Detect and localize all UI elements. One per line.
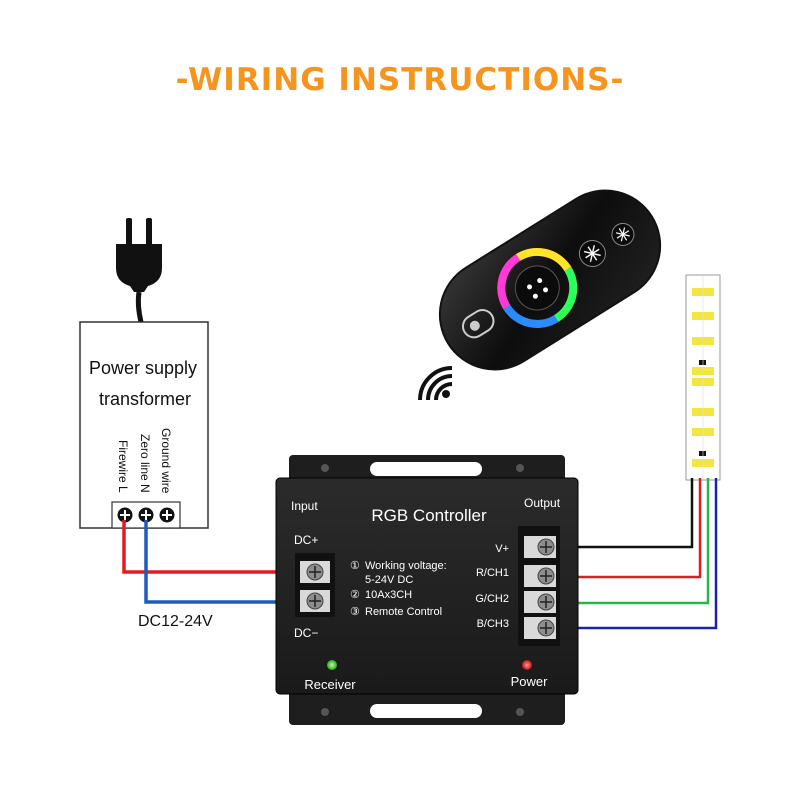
wire-green-ch2: [560, 478, 710, 605]
receiver-led: [327, 660, 337, 670]
input-terminal-dc-minus: [300, 590, 330, 612]
wire-black-vplus: [560, 478, 694, 549]
output-terminal-ch3: [524, 617, 556, 639]
spec-list: ① Working voltage: 5-24V DC ② 10Ax3CH ③ …: [350, 560, 447, 618]
wireless-signal-icon: [418, 366, 453, 401]
wire-blue-ch3: [560, 478, 718, 630]
page-title: -WIRING INSTRUCTIONS-: [175, 62, 625, 98]
output-terminal-vplus: [524, 536, 556, 558]
channel-label-vplus: V+: [495, 543, 509, 555]
rgb-controller: Input DC+ DC− RGB Controller ① Working v…: [275, 455, 579, 725]
channel-label-ch3: B/CH3: [477, 618, 509, 630]
dc-plus-label: DC+: [294, 533, 318, 547]
wire-red-input: [122, 520, 305, 574]
terminal-label-ground: Ground wire: [159, 428, 173, 494]
wires: [122, 478, 718, 630]
input-label: Input: [291, 499, 318, 513]
spec-num-4: ③: [350, 606, 360, 618]
spec-num-3: ②: [350, 589, 360, 601]
receiver-label: Receiver: [304, 677, 356, 692]
terminal-screw-l: [117, 507, 133, 523]
touch-remote-icon: [438, 189, 662, 371]
terminal-screw-ground: [159, 507, 175, 523]
input-voltage-label: DC12-24V: [138, 613, 213, 630]
wire-blue-input: [144, 520, 305, 604]
wire-red-ch1: [560, 478, 702, 579]
power-plug-icon: [116, 218, 162, 323]
spec-num-1: ①: [350, 560, 360, 572]
power-supply-transformer: Power supply transformer Firewire L Zero…: [79, 321, 209, 529]
output-terminal-ch2: [524, 591, 556, 613]
spec-line-2: 5-24V DC: [365, 574, 413, 586]
power-led: [522, 660, 532, 670]
transformer-label: transformer: [99, 389, 191, 409]
input-terminal-dc-plus: [300, 561, 330, 583]
output-label: Output: [524, 496, 561, 510]
spec-line-3: 10Ax3CH: [365, 589, 412, 601]
terminal-label-firewire: Firewire L: [116, 440, 130, 493]
led-strip: [685, 274, 721, 481]
output-terminal-ch1: [524, 565, 556, 587]
terminal-screw-n: [138, 507, 154, 523]
power-label: Power: [511, 674, 549, 689]
channel-label-ch2: G/CH2: [475, 593, 509, 605]
controller-title: RGB Controller: [371, 506, 487, 525]
dc-minus-label: DC−: [294, 626, 318, 640]
spec-line-4: Remote Control: [365, 606, 442, 618]
power-supply-label: Power supply: [89, 358, 197, 378]
terminal-label-zero-line: Zero line N: [138, 434, 152, 493]
channel-label-ch1: R/CH1: [476, 567, 509, 579]
spec-line-1: Working voltage:: [365, 560, 447, 572]
